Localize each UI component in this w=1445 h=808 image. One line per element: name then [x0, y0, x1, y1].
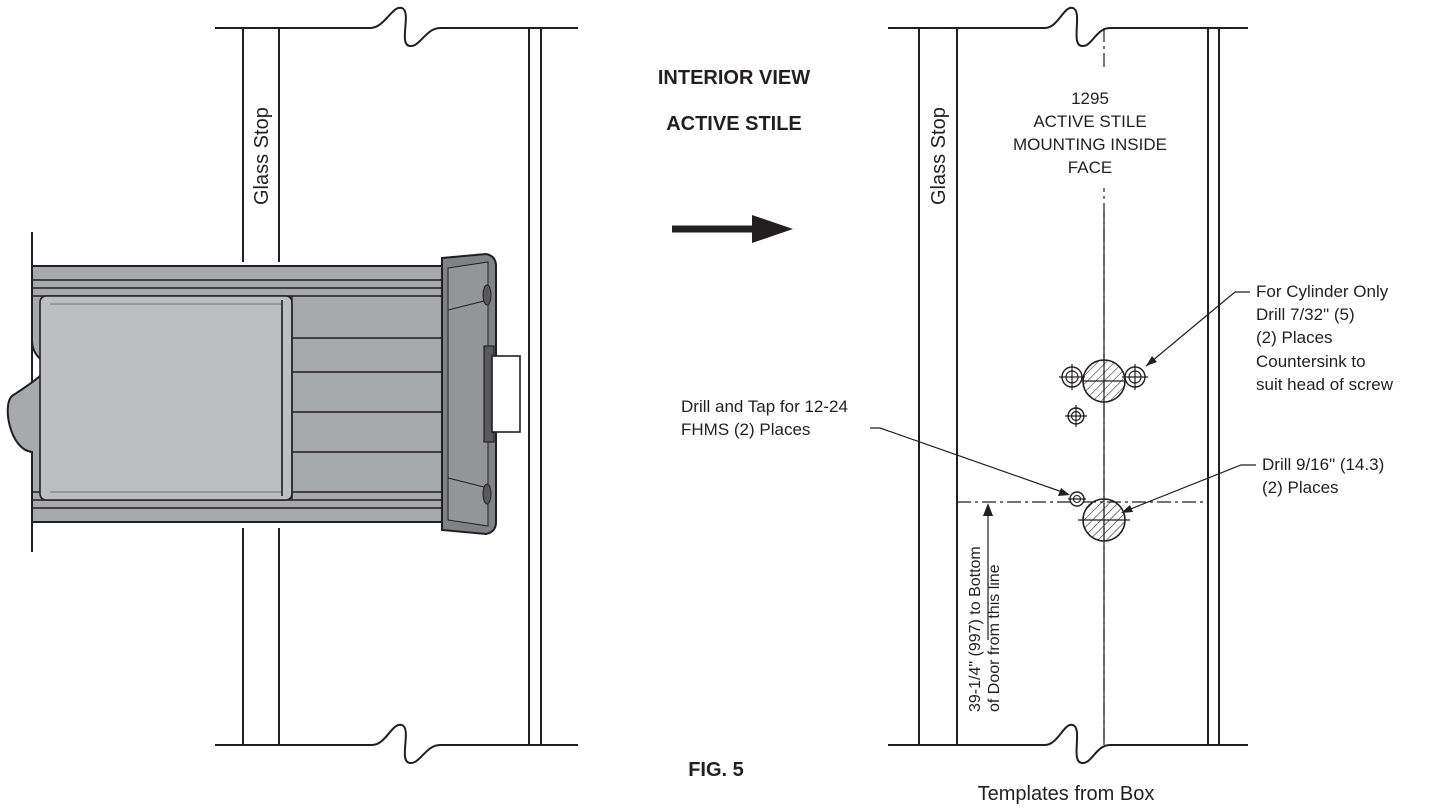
- tap-note: Drill and Tap for 12-24 FHMS (2) Places: [681, 397, 848, 439]
- glass-stop-label-left: Glass Stop: [251, 107, 273, 205]
- cylinder-screw-hole-lower: [1065, 405, 1087, 427]
- glass-stop-text-right: Glass Stop: [928, 107, 950, 205]
- template-line-4: FACE: [1068, 158, 1112, 177]
- cylinder-note: For Cylinder Only Drill 7/32" (5) (2) Pl…: [1256, 282, 1394, 394]
- left-stile-frame: [215, 6, 578, 764]
- template-caption: Templates from Box: [978, 783, 1155, 805]
- cylinder-screw-hole-right: [1122, 364, 1148, 390]
- template-line-1: 1295: [1071, 89, 1109, 108]
- cylinder-note-line-4: Countersink to: [1256, 352, 1366, 371]
- tap-note-line-1: Drill and Tap for 12-24: [681, 397, 848, 416]
- drill-note-line-1: Drill 9/16" (14.3): [1262, 455, 1384, 474]
- push-pad: [39, 295, 293, 501]
- drill-note-line-2: (2) Places: [1262, 478, 1339, 497]
- tap-hole: [1068, 491, 1086, 507]
- view-subtitle: ACTIVE STILE: [666, 113, 802, 135]
- cylinder-screw-hole-left: [1059, 364, 1085, 390]
- drill-note: Drill 9/16" (14.3) (2) Places: [1262, 455, 1384, 497]
- cylinder-note-line-5: suit head of screw: [1256, 375, 1394, 394]
- dimension-line-1: 39-1/4" (997) to Bottom: [967, 546, 984, 712]
- leader-lines: [870, 291, 1256, 640]
- view-title: INTERIOR VIEW: [658, 67, 810, 89]
- template-line-2: ACTIVE STILE: [1033, 112, 1146, 131]
- cylinder-note-line-1: For Cylinder Only: [1256, 282, 1389, 301]
- template-line-3: MOUNTING INSIDE: [1013, 135, 1167, 154]
- lower-hole-group: [1068, 491, 1130, 542]
- dimension-note: 39-1/4" (997) to Bottom of Door from thi…: [967, 546, 1003, 712]
- exit-device: [6, 232, 521, 552]
- glass-stop-label-right: Glass Stop: [928, 107, 950, 205]
- dimension-line-2: of Door from this line: [986, 564, 1003, 712]
- cylinder-hole-group: [1059, 359, 1148, 427]
- direction-arrow-icon: [672, 215, 793, 243]
- figure-label: FIG. 5: [688, 759, 744, 781]
- tap-note-line-2: FHMS (2) Places: [681, 420, 810, 439]
- template-title: 1295 ACTIVE STILE MOUNTING INSIDE FACE: [998, 70, 1182, 188]
- cylinder-note-line-3: (2) Places: [1256, 328, 1333, 347]
- glass-stop-text-left: Glass Stop: [251, 107, 273, 205]
- cylinder-note-line-2: Drill 7/32" (5): [1256, 305, 1355, 324]
